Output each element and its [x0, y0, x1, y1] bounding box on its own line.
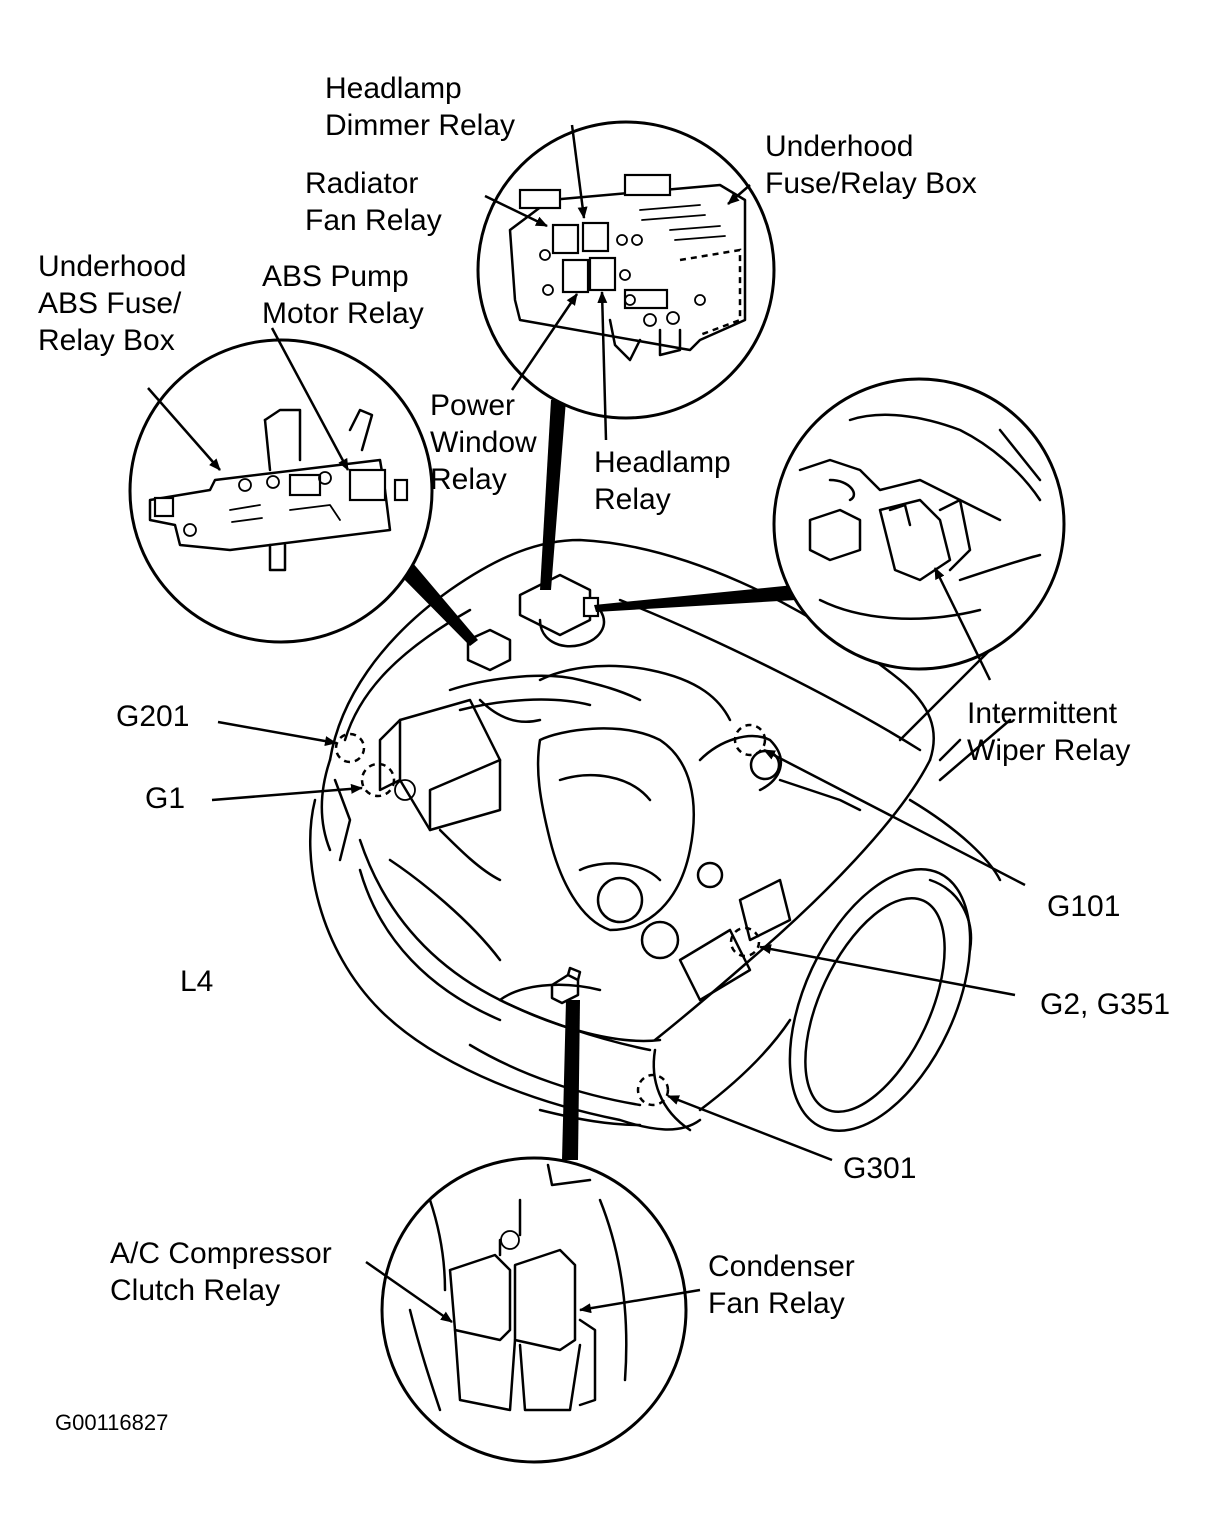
label-power-window-relay: Power Window Relay — [430, 389, 537, 496]
wiper-relay-detail-circle — [772, 377, 1066, 671]
engine-components — [378, 573, 862, 1005]
ground-g101-marker — [733, 723, 767, 757]
label-g2-g351: G2, G351 — [1040, 988, 1171, 1021]
label-radiator-fan-relay: Radiator Fan Relay — [305, 167, 442, 237]
ac-relays-detail-circle — [380, 1156, 688, 1464]
ground-g2-g351-marker — [729, 926, 761, 958]
ground-g301-marker — [636, 1073, 670, 1107]
label-g301: G301 — [843, 1152, 917, 1185]
car-body — [309, 538, 1012, 1133]
label-underhood-fuse-relay-box: Underhood Fuse/Relay Box — [765, 130, 977, 200]
pointer-arrows — [147, 124, 1026, 1324]
label-condenser-fan-relay: Condenser Fan Relay — [708, 1250, 855, 1320]
callout-connectors — [395, 400, 796, 1160]
label-headlamp-relay: Headlamp Relay — [594, 446, 731, 516]
abs-box-detail-circle — [128, 338, 434, 644]
ground-g1-marker — [360, 762, 396, 798]
label-ac-compressor-clutch-relay: A/C Compressor Clutch Relay — [110, 1237, 332, 1307]
figure-code: G00116827 — [55, 1410, 169, 1435]
label-abs-pump-motor-relay: ABS Pump Motor Relay — [262, 260, 424, 330]
label-headlamp-dimmer-relay: Headlamp Dimmer Relay — [325, 72, 516, 142]
underhood-box-detail-circle — [476, 120, 776, 420]
label-g201: G201 — [116, 700, 190, 733]
label-l4: L4 — [180, 965, 214, 998]
label-g101: G101 — [1047, 890, 1121, 923]
label-intermittent-wiper-relay: Intermittent Wiper Relay — [967, 697, 1131, 767]
ground-point-markers — [334, 723, 767, 1107]
label-g1: G1 — [145, 782, 186, 815]
label-underhood-abs-fuse-relay-box: Underhood ABS Fuse/ Relay Box — [38, 250, 187, 357]
ground-g201-marker — [334, 732, 366, 764]
